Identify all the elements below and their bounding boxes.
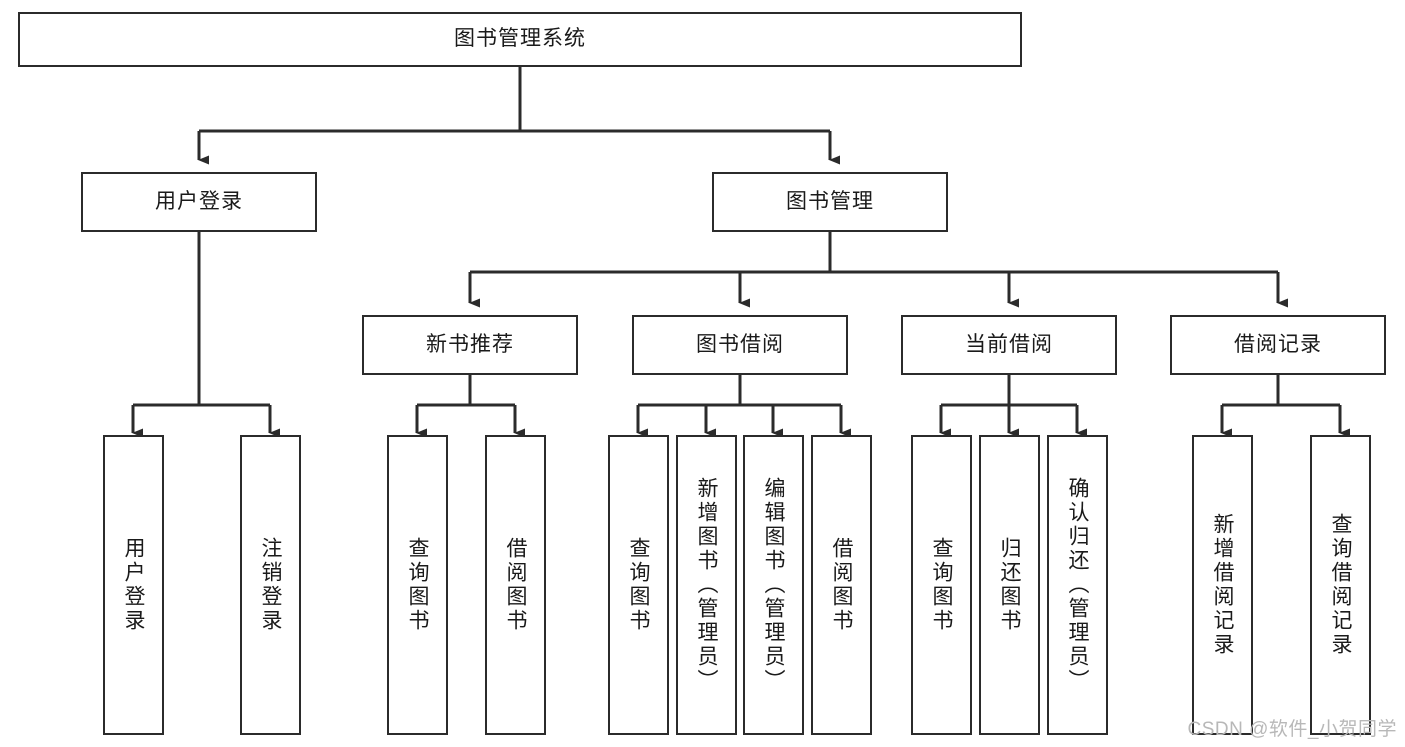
node-leaf-borrow-book-1[interactable]: 借阅图书 (485, 435, 546, 735)
node-leaf-query-book-3-label: 查询图书 (930, 537, 953, 633)
node-leaf-user-logout-label: 注销登录 (259, 537, 282, 633)
node-leaf-user-login[interactable]: 用户登录 (103, 435, 164, 735)
node-leaf-user-login-label: 用户登录 (122, 537, 145, 633)
node-root[interactable]: 图书管理系统 (18, 12, 1022, 67)
node-leaf-edit-book-label: 编辑图书（管理员） (762, 477, 785, 693)
node-leaf-confirm-return-label: 确认归还（管理员） (1066, 477, 1089, 693)
node-leaf-query-record-label: 查询借阅记录 (1329, 513, 1352, 657)
node-leaf-add-record-label: 新增借阅记录 (1211, 513, 1234, 657)
node-leaf-query-book-3[interactable]: 查询图书 (911, 435, 972, 735)
node-leaf-return-book[interactable]: 归还图书 (979, 435, 1040, 735)
node-book-management[interactable]: 图书管理 (712, 172, 948, 232)
node-leaf-query-book-1-label: 查询图书 (406, 537, 429, 633)
node-leaf-add-book-label: 新增图书（管理员） (695, 477, 718, 693)
node-book-borrow[interactable]: 图书借阅 (632, 315, 848, 375)
node-borrow-record[interactable]: 借阅记录 (1170, 315, 1386, 375)
node-leaf-borrow-book-1-label: 借阅图书 (504, 537, 527, 633)
node-user-login-label: 用户登录 (155, 189, 243, 213)
node-new-book-recommend[interactable]: 新书推荐 (362, 315, 578, 375)
node-leaf-add-record[interactable]: 新增借阅记录 (1192, 435, 1253, 735)
node-leaf-add-book[interactable]: 新增图书（管理员） (676, 435, 737, 735)
node-leaf-return-book-label: 归还图书 (998, 537, 1021, 633)
node-book-borrow-label: 图书借阅 (696, 332, 784, 356)
node-root-label: 图书管理系统 (454, 27, 586, 51)
node-user-login[interactable]: 用户登录 (81, 172, 317, 232)
node-current-borrow-label: 当前借阅 (965, 332, 1053, 356)
node-leaf-confirm-return[interactable]: 确认归还（管理员） (1047, 435, 1108, 735)
node-new-book-recommend-label: 新书推荐 (426, 332, 514, 356)
node-leaf-user-logout[interactable]: 注销登录 (240, 435, 301, 735)
node-leaf-query-record[interactable]: 查询借阅记录 (1310, 435, 1371, 735)
node-leaf-query-book-1[interactable]: 查询图书 (387, 435, 448, 735)
node-leaf-query-book-2[interactable]: 查询图书 (608, 435, 669, 735)
node-current-borrow[interactable]: 当前借阅 (901, 315, 1117, 375)
node-leaf-edit-book[interactable]: 编辑图书（管理员） (743, 435, 804, 735)
node-borrow-record-label: 借阅记录 (1234, 332, 1322, 356)
node-leaf-borrow-book-2[interactable]: 借阅图书 (811, 435, 872, 735)
csdn-watermark: CSDN @软件_小贺同学 (1187, 719, 1397, 740)
node-book-management-label: 图书管理 (786, 189, 874, 213)
node-leaf-borrow-book-2-label: 借阅图书 (830, 537, 853, 633)
node-leaf-query-book-2-label: 查询图书 (627, 537, 650, 633)
